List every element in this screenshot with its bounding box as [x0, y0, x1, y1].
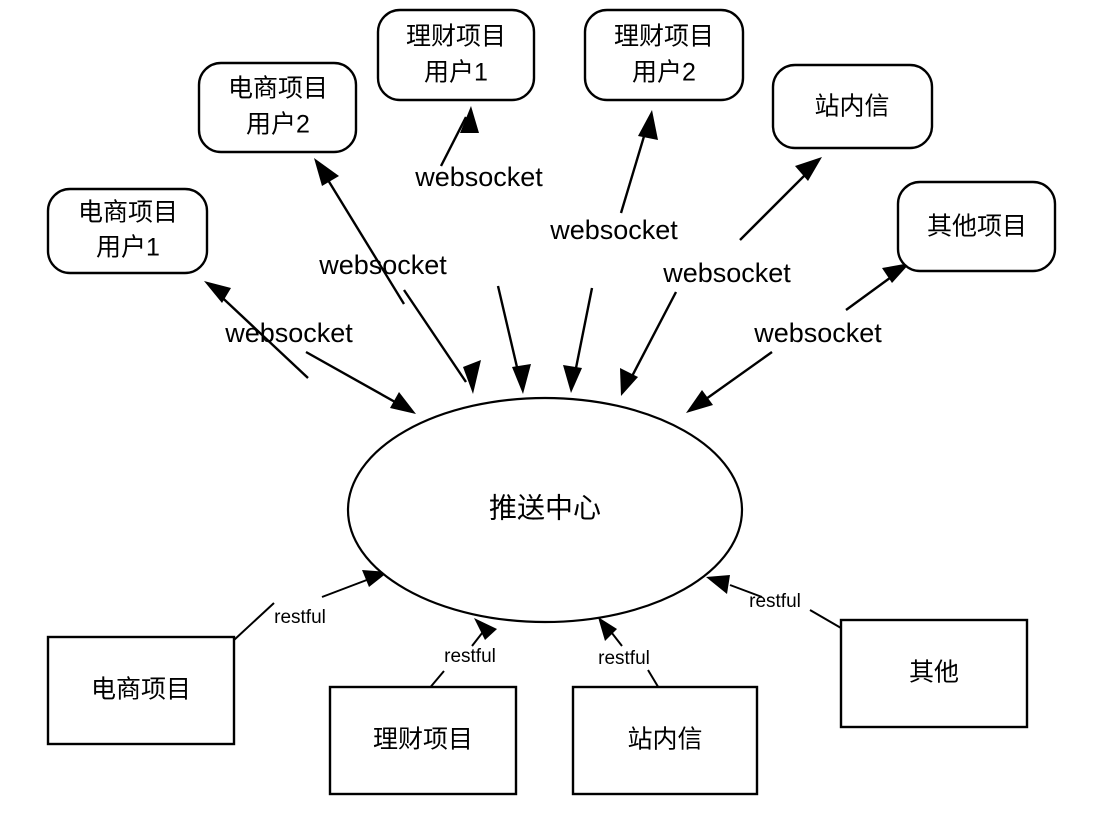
edge-label-websocket-6: websocket	[753, 318, 882, 348]
edge-inbound-ellipse-5	[620, 291, 678, 396]
node-label-line1: 站内信	[814, 93, 889, 121]
edge-line	[305, 350, 405, 409]
node-box[interactable]	[771, 63, 934, 150]
edge-label-websocket-1: websocket	[224, 318, 353, 348]
arrow-head-icon	[512, 364, 531, 394]
edge-line	[211, 287, 309, 379]
edge-websocket-to-lc-user-2	[619, 110, 658, 214]
edge-line	[572, 287, 594, 379]
edge-line	[627, 291, 678, 383]
node-box[interactable]	[46, 635, 236, 746]
node-label-line1: 电商项目	[78, 199, 178, 227]
edge-line	[729, 584, 763, 598]
edge-line	[403, 289, 467, 383]
edge-label-restful-4: restful	[749, 591, 801, 612]
edge-websocket-to-lc-user-1	[439, 106, 479, 167]
arrow-head-icon	[598, 617, 617, 641]
node-svc-lc[interactable]: 理财项目	[328, 685, 518, 796]
node-push-center[interactable]: 推送中心	[346, 396, 744, 624]
node-label: 电商项目	[91, 676, 191, 704]
edge-inbound-ellipse-3	[496, 285, 531, 394]
edge-label-websocket-2: websocket	[318, 250, 447, 280]
edge-label-restful-2: restful	[444, 646, 496, 667]
node-svc-other[interactable]: 其他	[839, 618, 1029, 729]
edge-inbound-ellipse-4	[563, 287, 594, 393]
node-ec-user-2[interactable]: 电商项目 用户2	[197, 61, 358, 154]
arrow-head-icon	[314, 158, 339, 186]
node-label: 其他	[909, 659, 959, 687]
node-label: 理财项目	[373, 726, 473, 754]
node-label-line2: 用户1	[424, 59, 488, 87]
arrow-head-icon	[706, 575, 730, 594]
node-label: 站内信	[627, 726, 702, 754]
node-box[interactable]	[197, 61, 358, 154]
edge-line	[321, 577, 373, 598]
node-label-line2: 用户1	[96, 234, 160, 262]
edge-websocket-to-ec-user-2	[314, 158, 406, 305]
push-center-ellipse[interactable]	[346, 396, 744, 624]
node-label-line2: 用户2	[246, 111, 310, 139]
edge-line	[809, 609, 842, 629]
push-center-label: 推送中心	[489, 492, 601, 523]
edge-label-websocket-4: websocket	[549, 215, 678, 245]
edge-restful-svc-ec	[233, 570, 388, 641]
arrow-head-icon	[795, 157, 822, 181]
node-box[interactable]	[571, 685, 759, 796]
node-label-line1: 理财项目	[406, 23, 506, 51]
edge-websocket-to-other-project	[845, 263, 910, 311]
edge-line	[698, 351, 773, 405]
edge-line	[739, 167, 813, 241]
node-label-line1: 理财项目	[614, 23, 714, 51]
node-box[interactable]	[376, 8, 536, 102]
node-svc-ec[interactable]: 电商项目	[46, 635, 236, 746]
node-svc-station[interactable]: 站内信	[571, 685, 759, 796]
node-lc-user-1[interactable]: 理财项目 用户1	[376, 8, 536, 102]
node-label-line1: 电商项目	[228, 75, 328, 103]
edge-label-websocket-3: websocket	[414, 162, 543, 192]
node-box[interactable]	[896, 180, 1057, 273]
edge-line	[619, 122, 650, 214]
edge-inbound-ellipse-6	[686, 351, 773, 413]
node-box[interactable]	[328, 685, 518, 796]
arrow-head-icon	[463, 360, 481, 394]
edge-restful-svc-other	[706, 575, 842, 629]
arrow-head-icon	[638, 110, 658, 140]
node-station-msg[interactable]: 站内信	[771, 63, 934, 150]
arrow-head-icon	[390, 392, 416, 414]
edge-websocket-to-station-msg	[739, 157, 822, 241]
edge-line	[496, 285, 522, 381]
node-box[interactable]	[583, 8, 745, 102]
arrow-head-icon	[686, 390, 713, 413]
node-label-line1: 其他项目	[927, 213, 1027, 241]
node-box[interactable]	[46, 187, 209, 275]
node-other-project[interactable]: 其他项目	[896, 180, 1057, 273]
arrow-head-icon	[362, 570, 388, 587]
node-label-line2: 用户2	[632, 59, 696, 87]
arrow-head-icon	[204, 281, 231, 303]
node-box[interactable]	[839, 618, 1029, 729]
arrow-head-icon	[474, 618, 497, 640]
edge-line	[233, 602, 275, 641]
edge-label-restful-3: restful	[598, 648, 650, 669]
edge-websocket-to-ec-user-1	[204, 281, 309, 379]
arrow-head-icon	[620, 368, 638, 396]
arrow-head-icon	[460, 106, 479, 133]
edge-inbound-ellipse-1	[305, 350, 416, 414]
edge-line	[439, 116, 468, 167]
arrow-head-icon	[563, 365, 582, 393]
edge-line	[318, 166, 406, 305]
node-lc-user-2[interactable]: 理财项目 用户2	[583, 8, 745, 102]
edge-label-websocket-5: websocket	[662, 258, 791, 288]
edge-label-restful-1: restful	[274, 607, 326, 628]
node-ec-user-1[interactable]: 电商项目 用户1	[46, 187, 209, 275]
arrow-head-icon	[882, 263, 910, 283]
edge-inbound-ellipse-2	[403, 289, 481, 394]
